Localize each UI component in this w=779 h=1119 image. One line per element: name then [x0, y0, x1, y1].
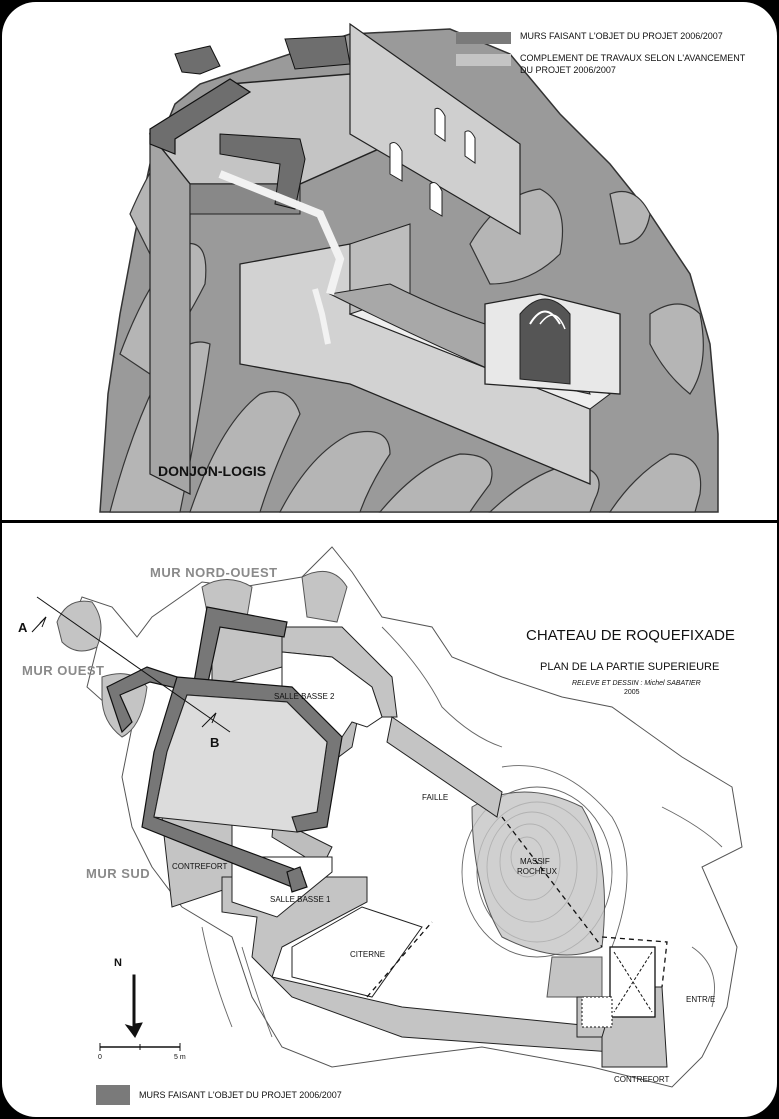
- label-mur-ouest: MUR OUEST: [22, 663, 105, 678]
- north-arrow-icon: [124, 974, 143, 1038]
- top-drawing-caption: DONJON-LOGIS: [158, 463, 266, 479]
- plan-title: CHATEAU DE ROQUEFIXADE: [526, 627, 735, 644]
- legend-top-light-label-2: DU PROJET 2006/2007: [520, 65, 616, 75]
- label-contrefort-left: CONTREFORT: [172, 862, 228, 871]
- legend-bottom-label: MURS FAISANT L'OBJET DU PROJET 2006/2007: [139, 1090, 342, 1100]
- plan-subtitle: PLAN DE LA PARTIE SUPERIEURE: [540, 661, 720, 673]
- legend-bottom-swatch: [96, 1085, 130, 1105]
- label-north: N: [114, 957, 122, 969]
- label-scale-end: 5 m: [174, 1054, 186, 1061]
- label-massif: MASSIF: [520, 857, 550, 866]
- dark-wall-west: [106, 666, 181, 734]
- label-salle-basse-1: SALLE BASSE 1: [270, 895, 331, 904]
- label-rocheux: ROCHEUX: [517, 867, 558, 876]
- plan-year: 2005: [624, 689, 640, 696]
- site-plan: [31, 546, 743, 1088]
- label-mur-sud: MUR SUD: [86, 866, 151, 881]
- label-section-a: A: [18, 620, 28, 635]
- label-faille: FAILLE: [422, 793, 449, 802]
- label-citerne: CITERNE: [350, 950, 386, 959]
- legend-top-light-swatch: [456, 54, 511, 66]
- legend-top-light-label-1: COMPLEMENT DE TRAVAUX SELON L'AVANCEMENT: [520, 53, 746, 63]
- section-divider: [2, 520, 777, 523]
- label-scale-start: 0: [98, 1054, 102, 1061]
- plan-credit: RELEVE ET DESSIN : Michel SABATIER: [572, 680, 701, 687]
- label-entree: ENTR/E: [686, 995, 716, 1004]
- label-contrefort-bottom: CONTREFORT: [614, 1075, 670, 1084]
- terrain-outline: [71, 546, 743, 1088]
- project-wall-top: [149, 78, 252, 155]
- label-section-b: B: [210, 735, 220, 750]
- label-mur-nord-ouest: MUR NORD-OUEST: [150, 565, 278, 580]
- donjon-illustration: DONJON-LOGIS: [99, 22, 719, 513]
- legend-top-dark-swatch: [456, 32, 511, 44]
- label-salle-basse-2: SALLE BASSE 2: [274, 692, 335, 701]
- legend-top-dark-label: MURS FAISANT L'OBJET DU PROJET 2006/2007: [520, 31, 723, 41]
